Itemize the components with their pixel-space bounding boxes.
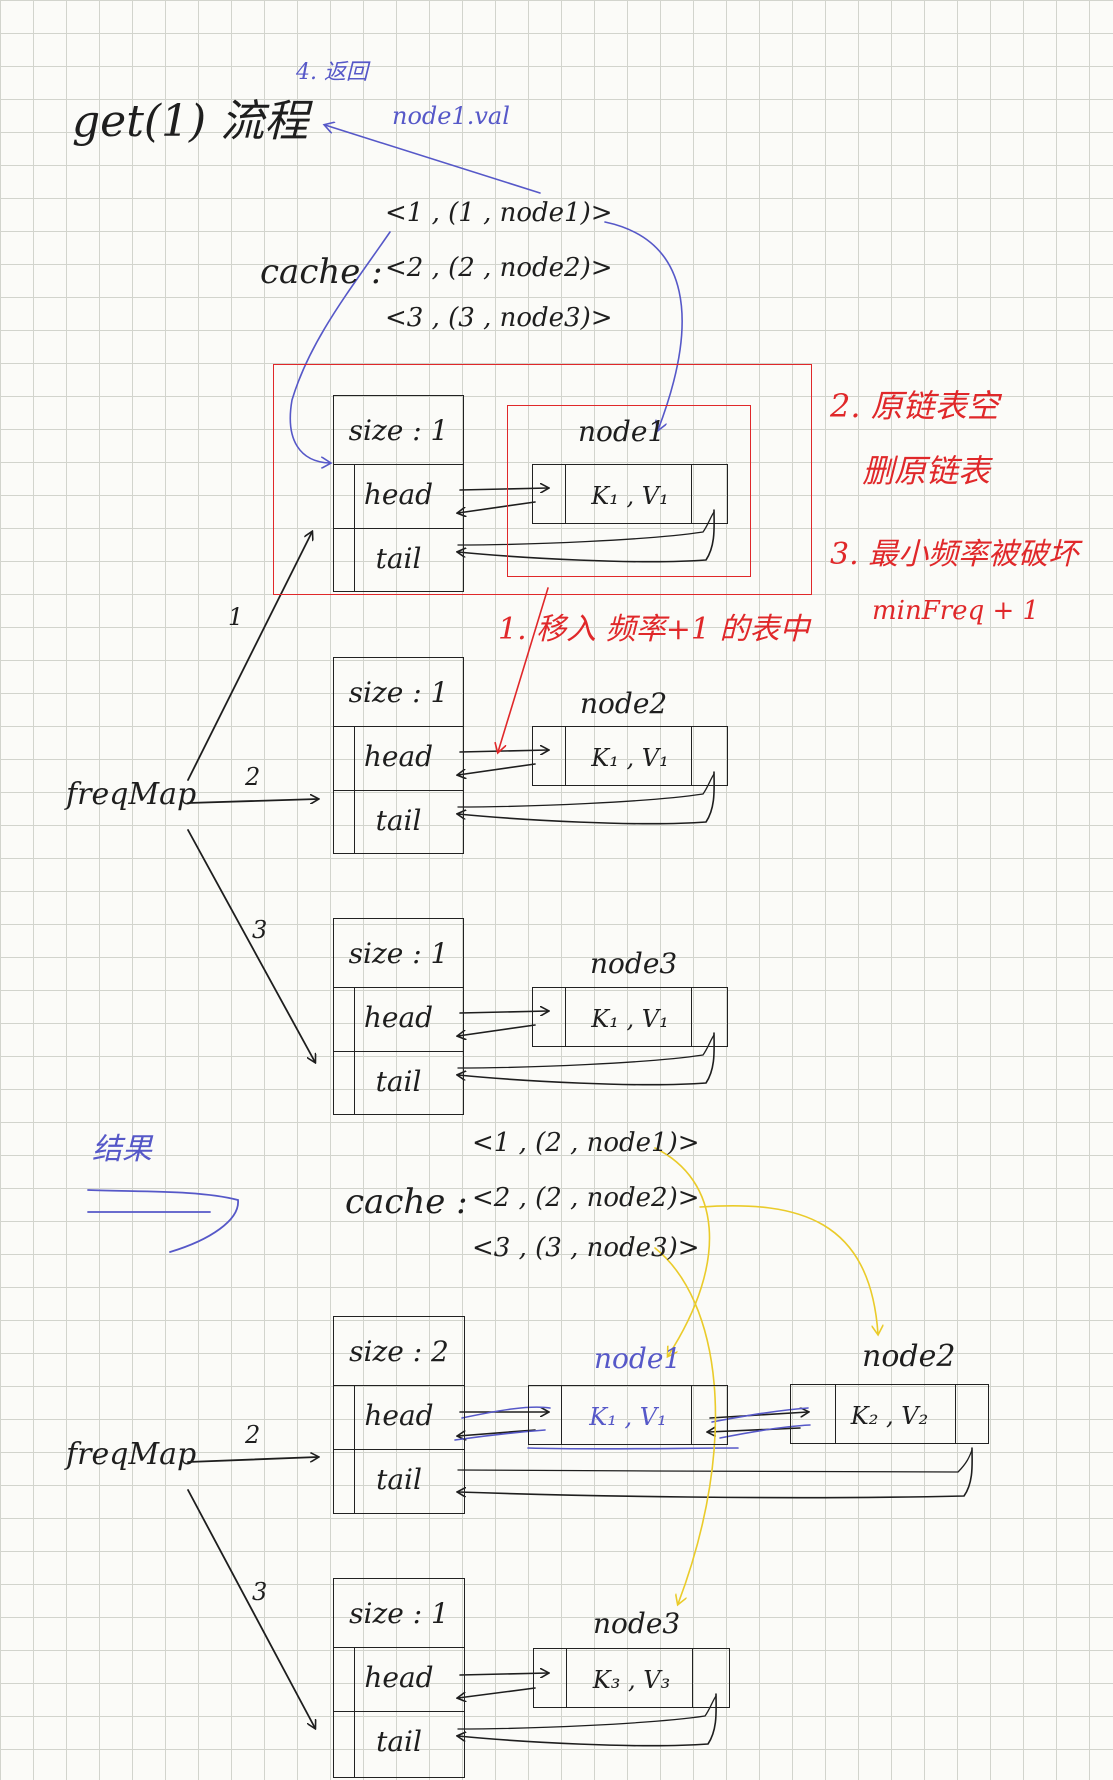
node-name-label: node3 xyxy=(593,1607,681,1640)
red-arrow-move xyxy=(498,587,549,752)
freq-map-label-bottom: freqMap xyxy=(66,1437,197,1472)
arrow-label-3: 3 xyxy=(252,916,268,944)
result-label: 结果 xyxy=(92,1132,152,1167)
arrow-freq-b2 xyxy=(187,1457,318,1463)
return-value-note: node1.val xyxy=(392,102,510,130)
list-frame-freq1: size : 1 head tail xyxy=(333,395,464,592)
top-cache-entry-2: <2 , (2 , node2)> xyxy=(385,253,613,283)
node-b-kv-label: K₂ , V₂ xyxy=(850,1402,929,1430)
tail-label: tail xyxy=(375,1065,422,1098)
list-node-freq1: K₁ , V₁ xyxy=(532,464,728,524)
node-name-label: node3 xyxy=(590,947,678,980)
size-label: size : 1 xyxy=(348,676,449,709)
list-frame-freq3: size : 1 head tail xyxy=(333,918,464,1115)
top-cache-entry-1: <1 , (1 , node1)> xyxy=(385,198,613,228)
bottom-cache-entry-2: <2 , (2 , node2)> xyxy=(472,1183,700,1213)
list-node-freq3: K₁ , V₁ xyxy=(532,987,728,1047)
return-step-note: 4. 返回 xyxy=(296,60,368,85)
arrow-freq-b3 xyxy=(187,1489,315,1728)
tail-label: tail xyxy=(375,804,422,837)
note-step-3: 3. 最小频率被破坏 xyxy=(830,537,1079,572)
yellow-arrow-node1 xyxy=(654,1147,711,1356)
note-step-2-line2: 删原链表 xyxy=(862,452,991,490)
note-step-2: 2. 原链表空 xyxy=(830,387,999,425)
node-kv-label: K₁ , V₁ xyxy=(591,1005,669,1033)
size-label: size : 1 xyxy=(349,1597,449,1630)
size-label: size : 1 xyxy=(348,937,449,970)
yellow-arrow-node3 xyxy=(654,1247,717,1604)
deleted-list-highlight xyxy=(273,364,812,595)
node-name-label: node1 xyxy=(578,415,666,448)
blue-arrow-to-node1 xyxy=(604,221,683,430)
arrow-freq-3 xyxy=(187,829,315,1062)
size-label: size : 2 xyxy=(349,1335,449,1368)
arrow-label-2: 2 xyxy=(245,763,261,791)
node-kv-label: K₁ , V₁ xyxy=(591,482,669,510)
blue-arrow-return xyxy=(325,125,541,194)
note-step-3-line2: minFreq + 1 xyxy=(872,596,1040,626)
list-node-result-freq3: K₃ , V₃ xyxy=(533,1648,730,1708)
tail-label: tail xyxy=(375,542,422,575)
node-a-kv-label: K₁ , V₁ xyxy=(589,1403,667,1431)
blue-arrow-to-list xyxy=(289,231,391,463)
arrow-label-1: 1 xyxy=(228,603,244,631)
node-kv-label: K₁ , V₁ xyxy=(591,744,669,772)
bottom-cache-entry-1: <1 , (2 , node1)> xyxy=(472,1128,700,1158)
node-kv-label: K₃ , V₃ xyxy=(592,1666,671,1694)
yellow-arrow-node2 xyxy=(699,1204,878,1334)
head-label: head xyxy=(364,1399,434,1432)
freq-map-label-top: freqMap xyxy=(66,777,197,812)
list-node-b-result: K₂ , V₂ xyxy=(790,1384,989,1444)
head-label: head xyxy=(363,1001,434,1034)
size-label: size : 1 xyxy=(348,414,449,447)
bottom-cache-entry-3: <3 , (3 , node3)> xyxy=(472,1233,700,1263)
moved-node-highlight xyxy=(507,405,751,577)
arrow-label-b2: 2 xyxy=(245,1421,261,1449)
head-label: head xyxy=(363,478,434,511)
page-title: get(1) 流程 xyxy=(72,96,309,147)
head-label: head xyxy=(364,1661,434,1694)
result-arrow xyxy=(87,1189,239,1253)
list-frame-freq2-result: size : 2 head tail xyxy=(333,1316,465,1514)
list-frame-freq2: size : 1 head tail xyxy=(333,657,464,854)
list-frame-freq3-result: size : 1 head tail xyxy=(333,1578,465,1778)
list-node-freq2: K₁ , V₁ xyxy=(532,726,728,786)
tail-label: tail xyxy=(376,1463,422,1496)
bottom-cache-label: cache : xyxy=(345,1182,468,1222)
head-label: head xyxy=(363,740,434,773)
arrow-freq-1 xyxy=(187,532,312,781)
node-b-name-label: node2 xyxy=(862,1339,956,1374)
node-name-label: node2 xyxy=(580,687,668,720)
arrow-label-b3: 3 xyxy=(252,1578,268,1606)
top-cache-entry-3: <3 , (3 , node3)> xyxy=(385,303,613,333)
list-node-a-result: K₁ , V₁ xyxy=(528,1385,728,1445)
note-step-1: 1. 移入 频率+1 的表中 xyxy=(498,612,810,647)
top-cache-label: cache : xyxy=(260,252,383,292)
arrow-freq-2 xyxy=(187,799,318,803)
tail-label: tail xyxy=(376,1725,422,1758)
node-a-name-label: node1 xyxy=(594,1342,682,1375)
